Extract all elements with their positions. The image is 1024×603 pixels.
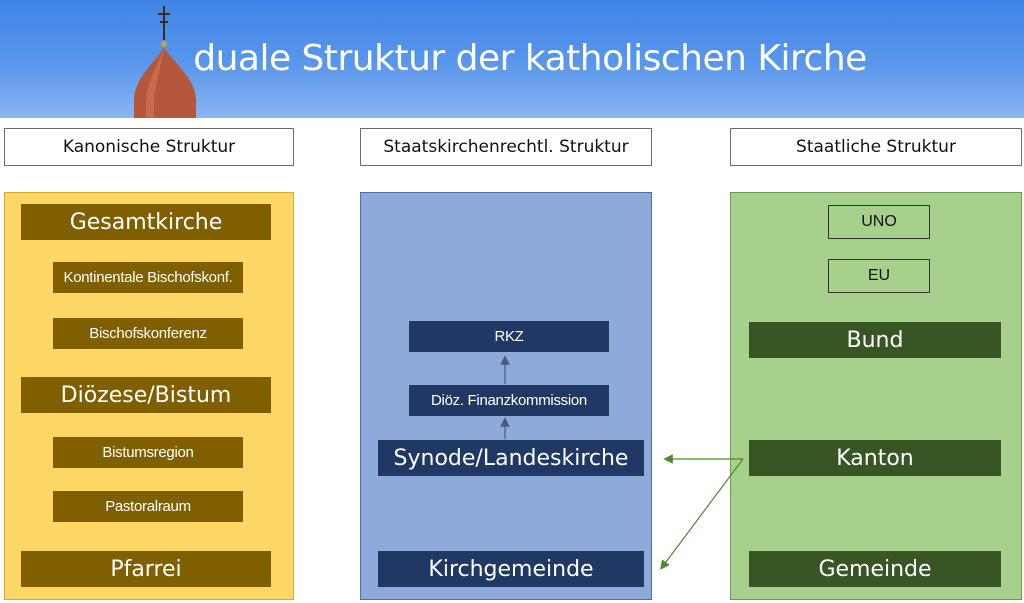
node-gemeinde: Gemeinde bbox=[749, 551, 1001, 587]
node-pastoralraum: Pastoralraum bbox=[53, 491, 243, 522]
panel-state bbox=[730, 192, 1022, 600]
node-bischofskonferenz: Bischofskonferenz bbox=[53, 318, 243, 349]
node-uno: UNO bbox=[828, 205, 930, 239]
node-kirchgemeinde: Kirchgemeinde bbox=[378, 551, 644, 587]
node-synode-landeskirche: Synode/Landeskirche bbox=[378, 440, 644, 476]
page-title: duale Struktur der katholischen Kirche bbox=[193, 38, 867, 79]
node-bistumsregion: Bistumsregion bbox=[53, 437, 243, 468]
node-kontinentale-bischofskonf: Kontinentale Bischofskonf. bbox=[53, 262, 243, 293]
header-church-state: Staatskirchenrechtl. Struktur bbox=[360, 128, 652, 166]
node-bund: Bund bbox=[749, 322, 1001, 358]
church-steeple-icon bbox=[134, 6, 196, 118]
node-dioezese-bistum: Diözese/Bistum bbox=[21, 377, 271, 413]
node-eu: EU bbox=[828, 259, 930, 293]
title-banner: duale Struktur der katholischen Kirche bbox=[0, 0, 1024, 118]
node-pfarrei: Pfarrei bbox=[21, 551, 271, 587]
header-state: Staatliche Struktur bbox=[730, 128, 1022, 166]
header-canonical: Kanonische Struktur bbox=[4, 128, 294, 166]
node-dioez-finanzkommission: Diöz. Finanzkommission bbox=[409, 385, 609, 416]
node-kanton: Kanton bbox=[749, 440, 1001, 476]
arrow-kanton-to-kirchgemeinde bbox=[660, 458, 744, 570]
node-rkz: RKZ bbox=[409, 321, 609, 352]
node-gesamtkirche: Gesamtkirche bbox=[21, 204, 271, 240]
